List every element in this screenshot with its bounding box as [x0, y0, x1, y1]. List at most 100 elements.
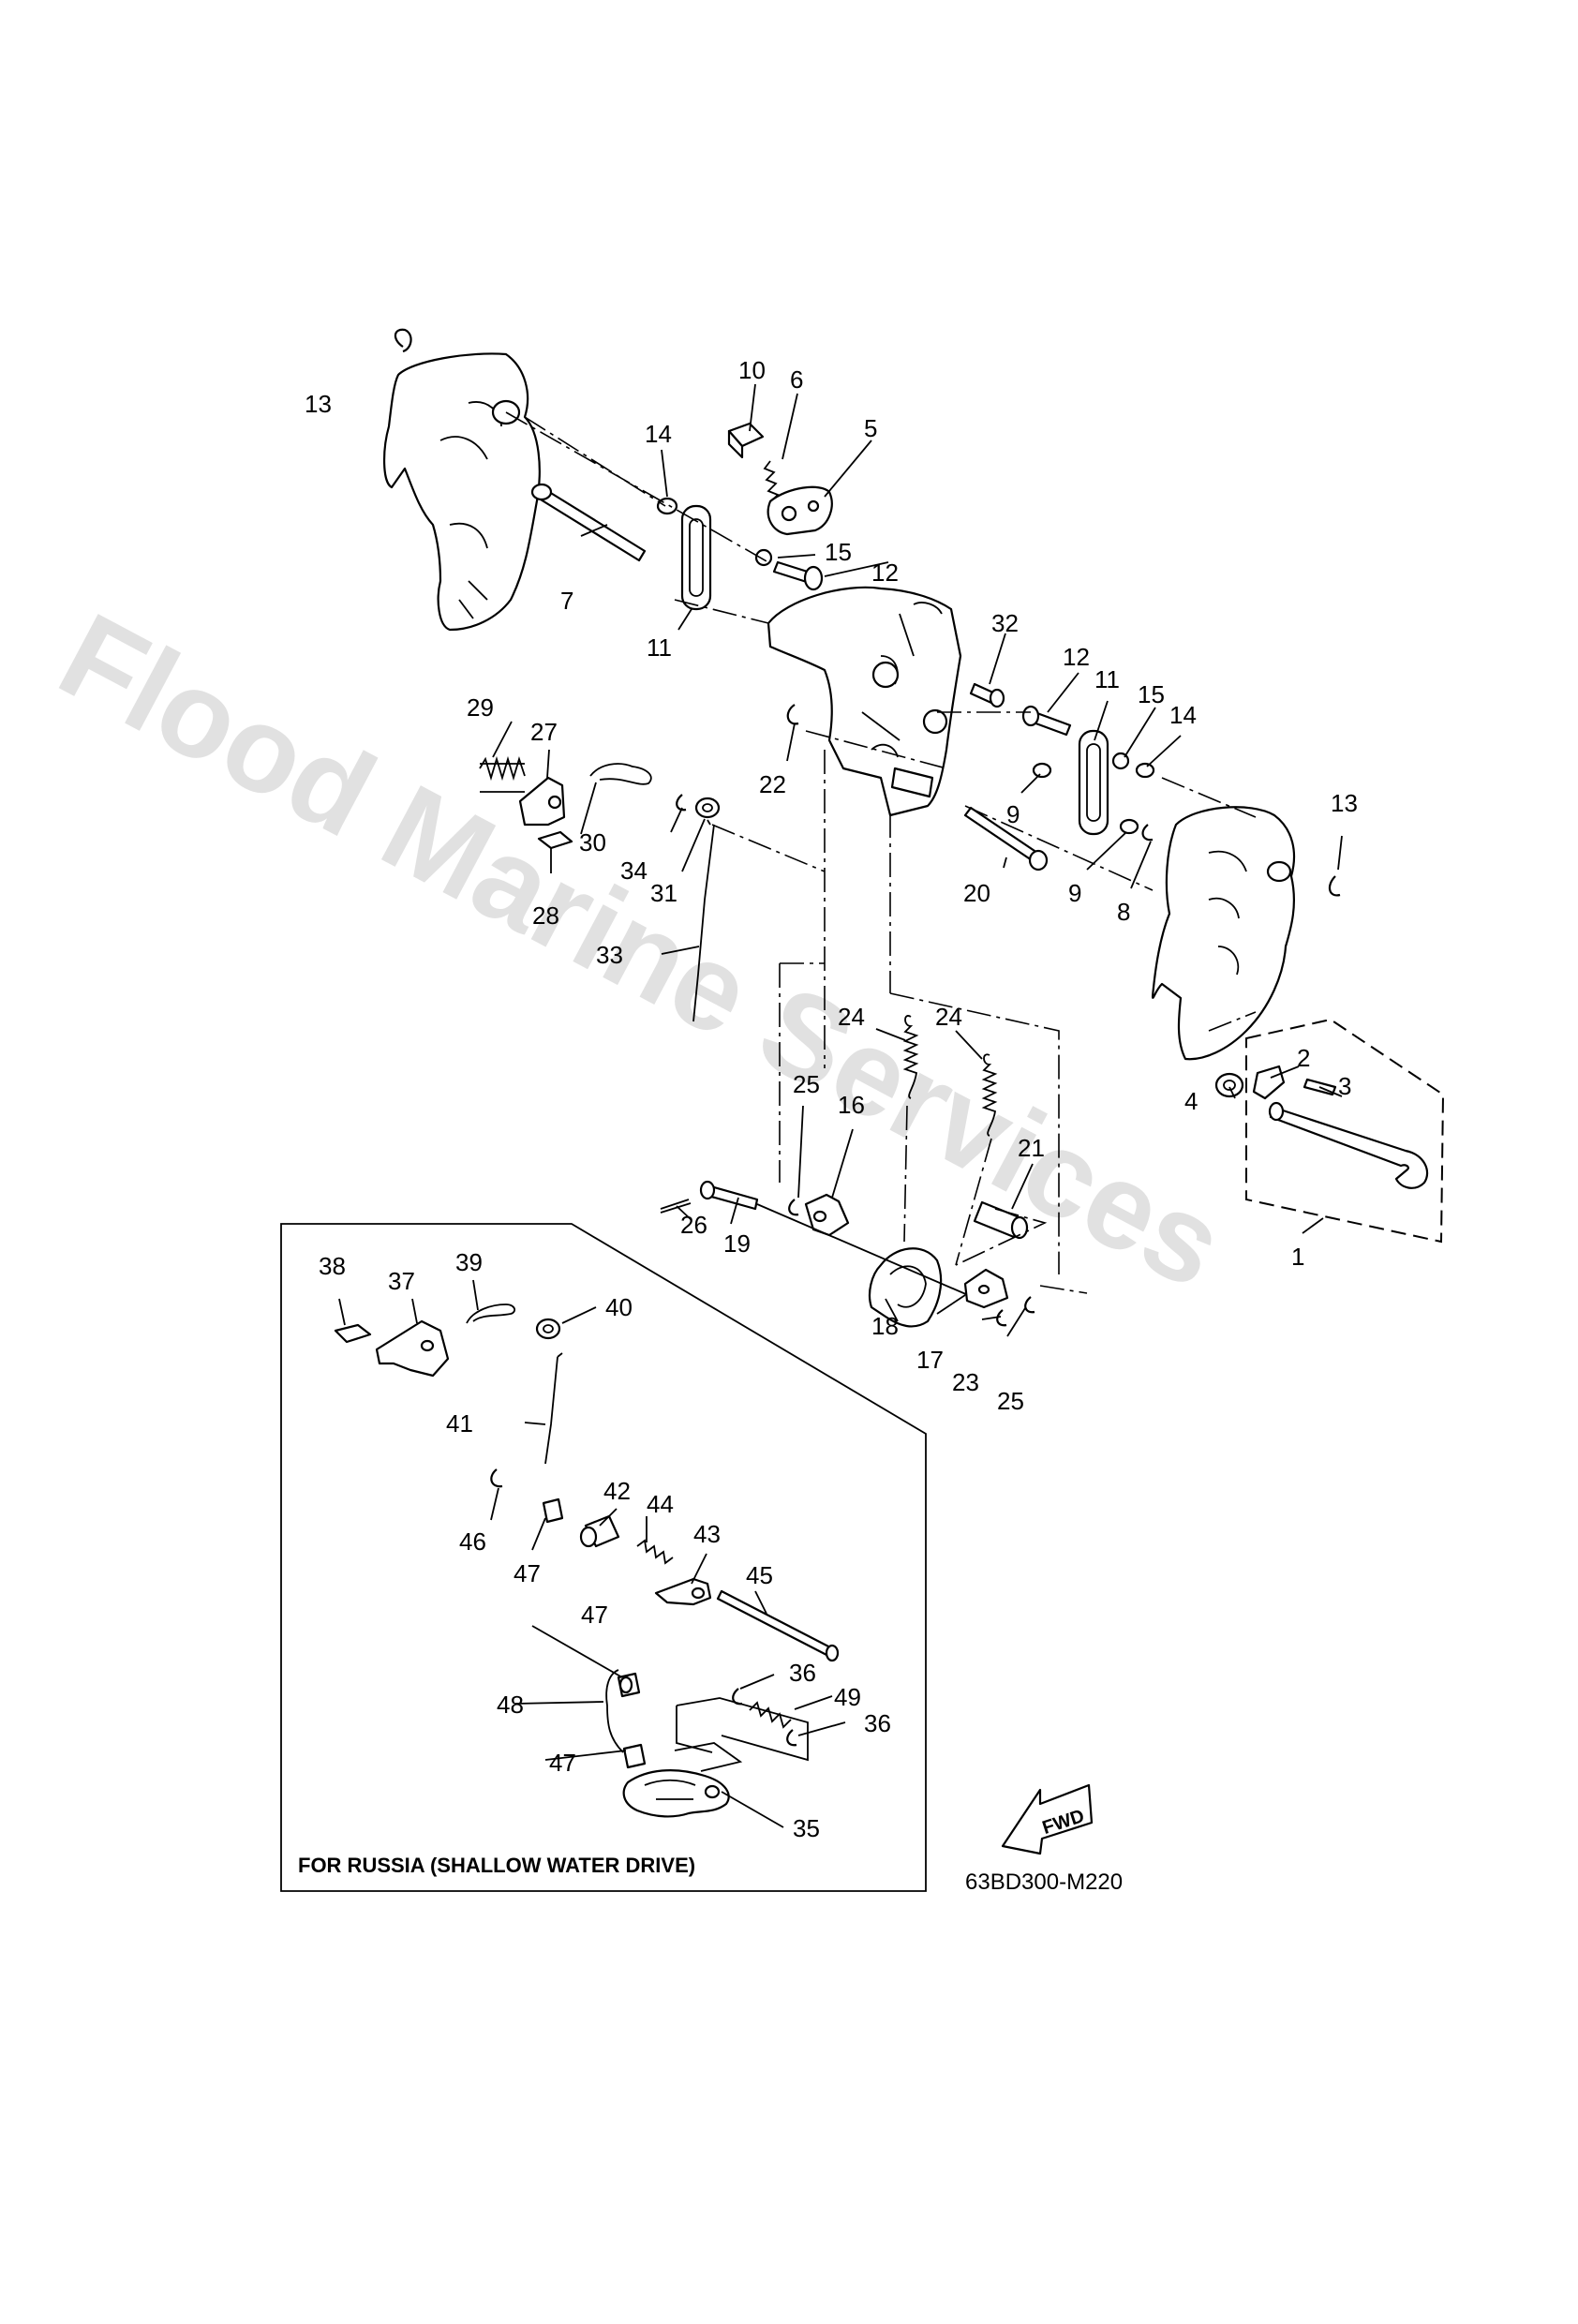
- callout-47-lower: 47: [549, 1749, 576, 1777]
- callout-19: 19: [723, 1229, 751, 1258]
- lever-plate-5: [767, 485, 833, 536]
- callout-47-middle: 47: [581, 1601, 608, 1629]
- spring-29: [479, 755, 526, 782]
- spring-24-left: [902, 1015, 919, 1099]
- spring-44: [636, 1539, 674, 1565]
- callout-45: 45: [746, 1561, 773, 1589]
- callout-29: 29: [467, 693, 494, 722]
- lever-17: [963, 1268, 1009, 1309]
- callout-2: 2: [1297, 1044, 1310, 1072]
- callout-30: 30: [579, 828, 606, 857]
- callout-16: 16: [838, 1091, 865, 1119]
- link-plate-11-left: [680, 504, 712, 611]
- callout-14-left: 14: [645, 420, 672, 448]
- callout-31: 31: [650, 879, 677, 907]
- inset-title: FOR RUSSIA (SHALLOW WATER DRIVE): [298, 1854, 695, 1877]
- bracket-35-frame: [674, 1742, 743, 1772]
- circlip-25-left: [788, 1199, 799, 1216]
- tilt-rod-1: [1268, 1101, 1429, 1189]
- circlip-23: [996, 1309, 1007, 1327]
- callout-9-upper: 9: [1006, 800, 1020, 828]
- callout-41: 41: [446, 1409, 473, 1438]
- callout-40: 40: [605, 1293, 633, 1321]
- callout-37: 37: [388, 1267, 415, 1295]
- callout-28: 28: [532, 901, 559, 930]
- washer-9-upper: [1032, 762, 1052, 779]
- callout-12-right: 12: [1063, 643, 1090, 671]
- callout-14-right: 14: [1169, 701, 1197, 729]
- callout-46: 46: [459, 1527, 486, 1556]
- bracket-36-49-frame: [676, 1697, 809, 1762]
- bolt-12-right: [1021, 705, 1072, 737]
- lever-16: [804, 1193, 850, 1237]
- callout-6: 6: [790, 365, 803, 394]
- circlip-13-left: [394, 328, 412, 353]
- callout-7: 7: [560, 587, 573, 615]
- callout-11-left: 11: [647, 633, 672, 662]
- circlip-8: [1141, 824, 1154, 842]
- diagram-code: 63BD300-M220: [965, 1870, 1123, 1895]
- rod-33: [692, 819, 715, 1022]
- bushing-42: [579, 1514, 620, 1548]
- callout-38: 38: [319, 1252, 346, 1280]
- inset-box-outline: [280, 1223, 927, 1892]
- callout-39: 39: [455, 1248, 483, 1276]
- callout-49: 49: [834, 1683, 861, 1711]
- callout-27: 27: [530, 718, 558, 746]
- callout-10: 10: [738, 356, 766, 384]
- callout-47-upper: 47: [514, 1559, 541, 1587]
- lock-washer-15-left: [754, 548, 773, 567]
- axis-lines: [505, 411, 1257, 1294]
- callout-15-left: 15: [825, 538, 852, 566]
- callout-42: 42: [603, 1477, 631, 1505]
- swivel-lower-tab: [890, 767, 934, 798]
- shift-lever-35: [622, 1769, 730, 1818]
- rod-48: [605, 1669, 624, 1753]
- callout-32: 32: [991, 609, 1019, 637]
- callout-20: 20: [963, 879, 990, 907]
- circlip-13-right: [1328, 875, 1341, 897]
- callout-numbers: 10 6 5 14 13 15 12 7 11 32 12 11 15 14 1…: [305, 356, 1358, 1842]
- collar-10: [727, 422, 765, 459]
- circlip-36-lower: [786, 1729, 797, 1747]
- callout-34: 34: [620, 857, 648, 885]
- spring-24-right: [981, 1053, 998, 1137]
- circlip-25-right: [1024, 1296, 1035, 1314]
- lever-2: [1252, 1065, 1286, 1100]
- circlip-34: [676, 794, 687, 812]
- callout-21: 21: [1018, 1134, 1045, 1162]
- callout-44: 44: [647, 1490, 674, 1518]
- callout-18: 18: [871, 1312, 899, 1340]
- washer-9-lower: [1119, 818, 1139, 835]
- cotter-pin-26: [660, 1199, 692, 1214]
- callout-13-left: 13: [305, 390, 332, 418]
- bushing-4: [1214, 1072, 1244, 1098]
- rod-41: [544, 1352, 563, 1465]
- callout-3: 3: [1338, 1072, 1351, 1100]
- callout-9-lower: 9: [1068, 879, 1081, 907]
- collar-47-lower: [622, 1743, 647, 1769]
- pad-28: [537, 830, 573, 850]
- callout-33: 33: [596, 941, 623, 969]
- callout-26: 26: [680, 1211, 707, 1239]
- callout-25-right: 25: [997, 1387, 1024, 1415]
- link-plate-11-right: [1078, 729, 1109, 836]
- callout-leaders: [338, 383, 1343, 1828]
- shaft-line-center: [756, 1203, 975, 1299]
- shaft-45: [716, 1589, 840, 1662]
- collar-47-upper: [542, 1497, 564, 1524]
- lever-43: [654, 1577, 712, 1606]
- dashed-box-1-4: [1245, 1018, 1445, 1244]
- swivel-bracket: [767, 586, 962, 817]
- collar-47-middle: [617, 1672, 641, 1698]
- callout-15-right: 15: [1138, 680, 1165, 708]
- spring-30: [589, 763, 652, 785]
- callout-25-left: 25: [793, 1070, 820, 1098]
- callout-13-right: 13: [1331, 789, 1358, 817]
- callout-11-right: 11: [1094, 665, 1120, 693]
- callout-4: 4: [1184, 1087, 1198, 1115]
- bolt-20: [963, 806, 1049, 872]
- left-clamp-bracket: [382, 352, 541, 632]
- callout-43: 43: [693, 1520, 721, 1548]
